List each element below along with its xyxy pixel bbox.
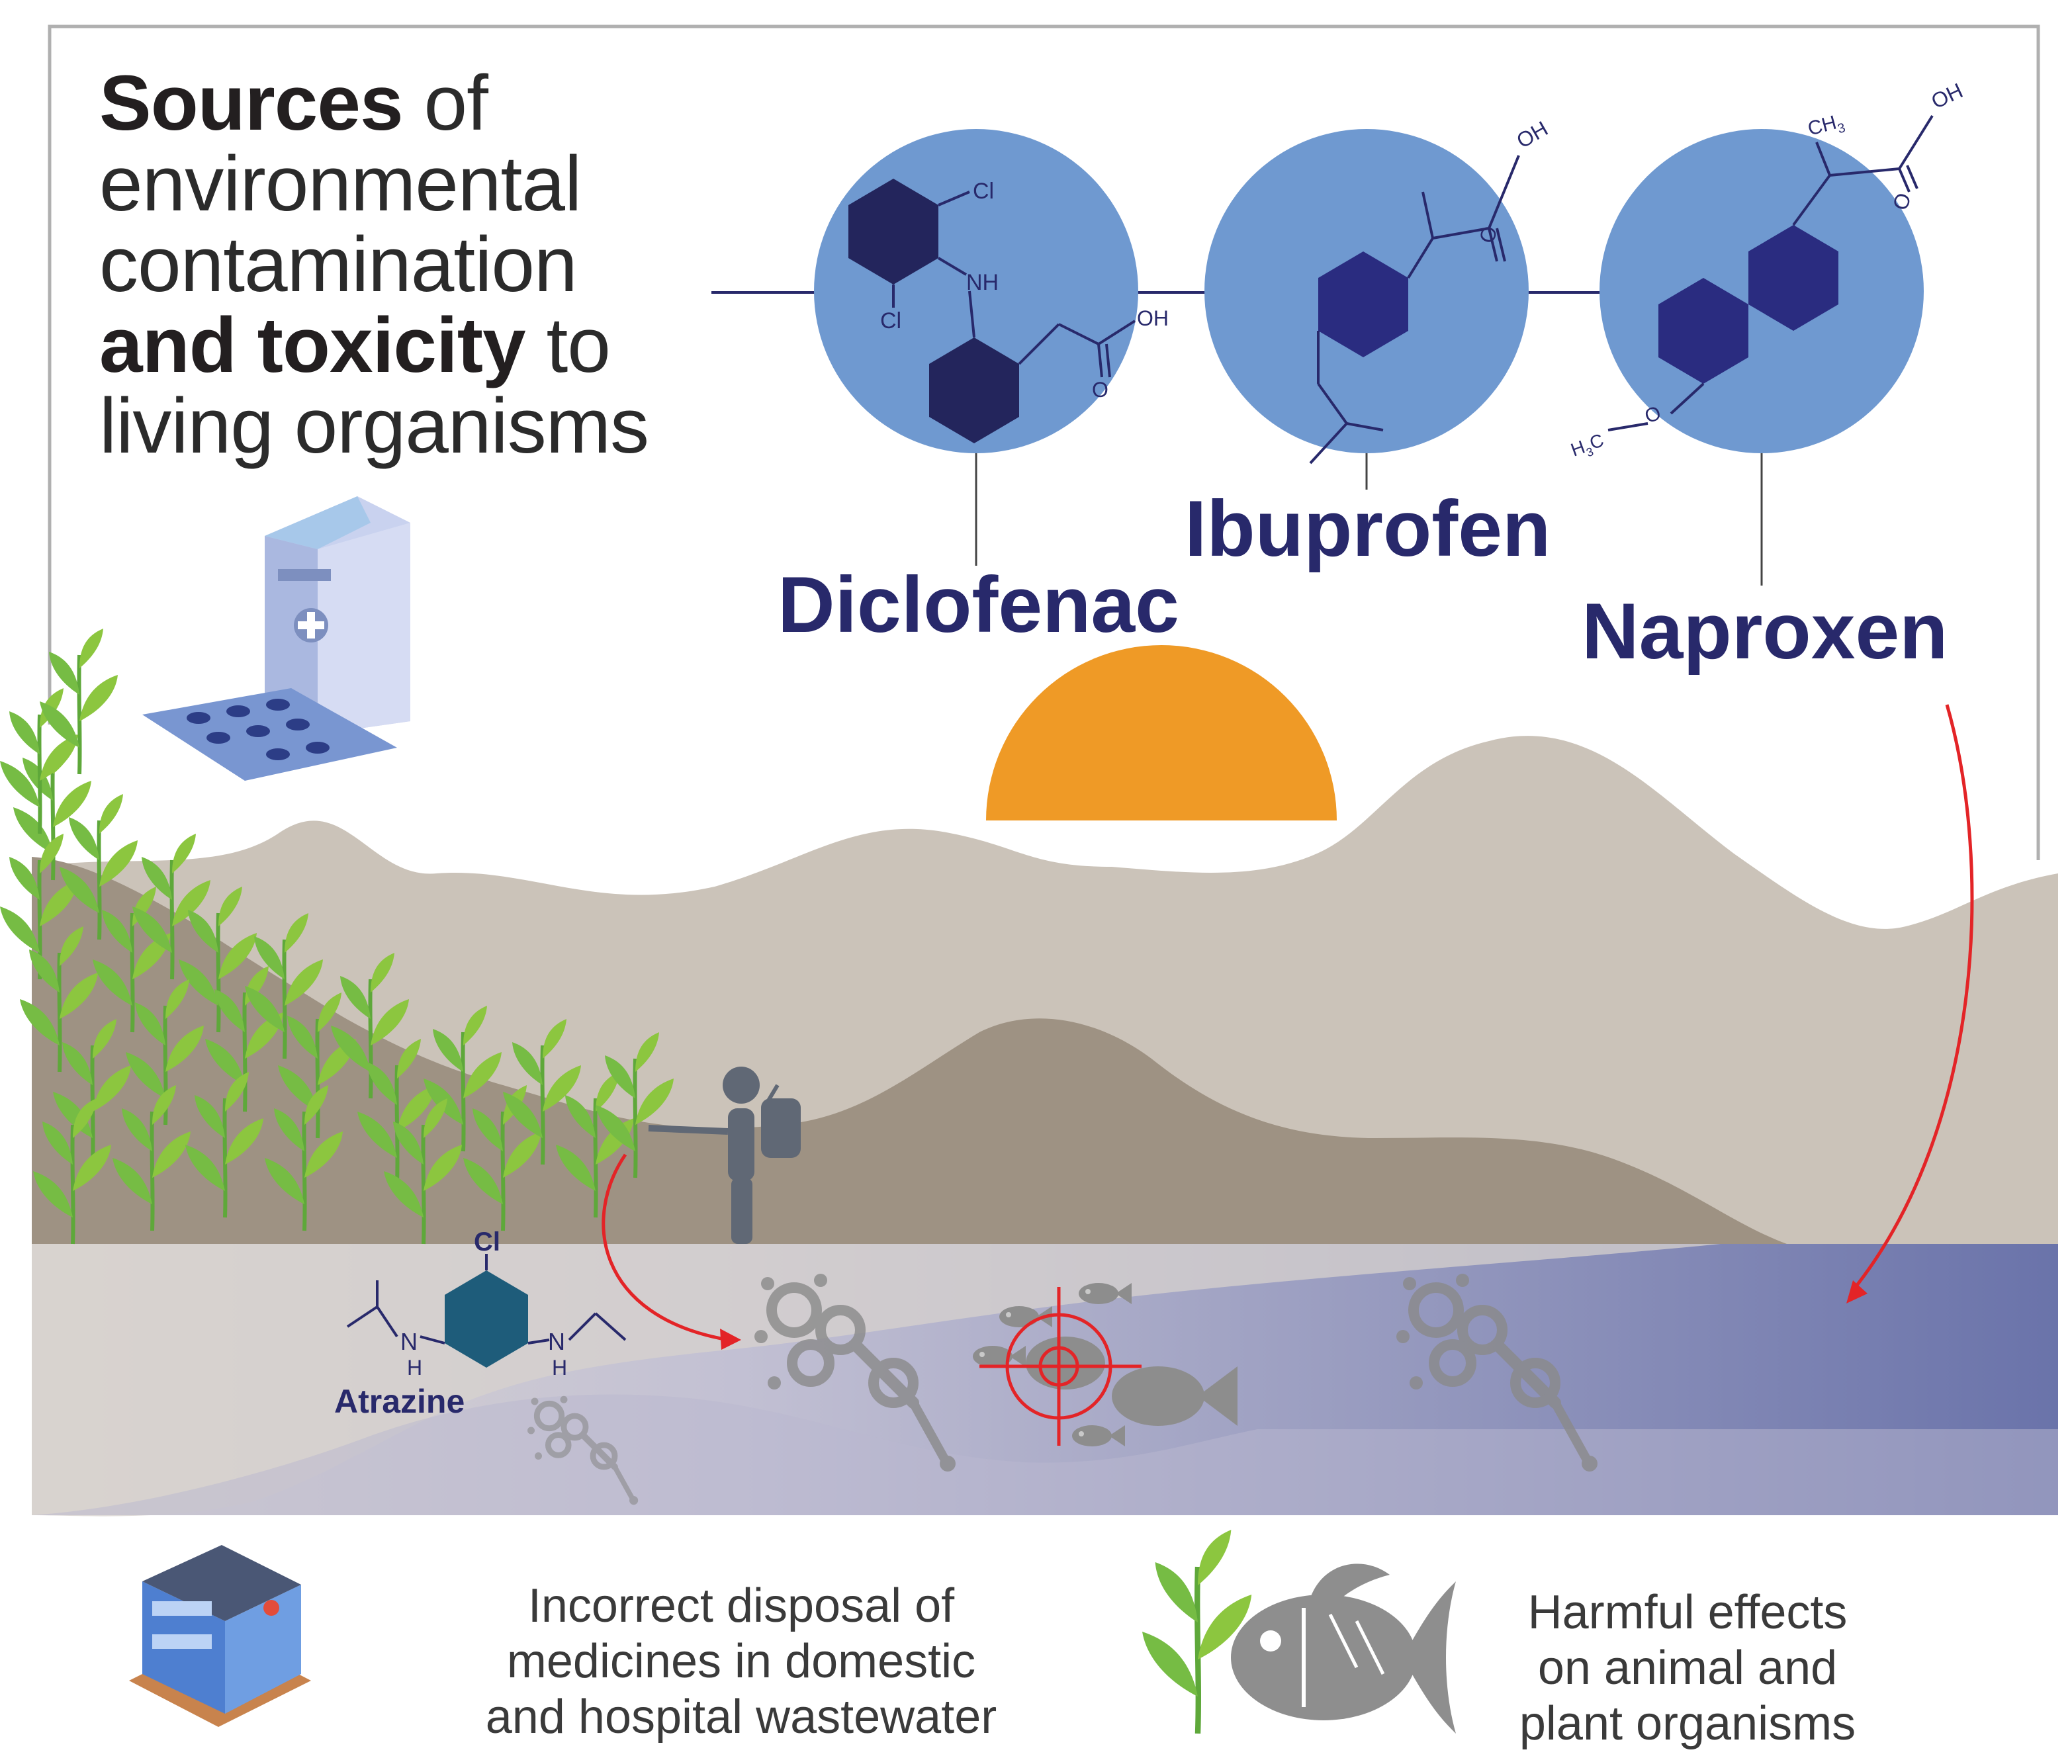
diclofenac-cl-bottom: Cl [880,308,901,333]
title-to: to [525,302,610,389]
target-icon [979,1287,1142,1446]
diclofenac-structure: Cl Cl NH OH O [848,179,1169,443]
disposal-caption-line2: medicines in domestic [506,1635,976,1688]
diclofenac-label: Diclofenac [778,560,1179,649]
title-sources: Sources [99,60,404,147]
farmer-sprayer-icon [648,1067,801,1244]
atrazine-n-right: N [548,1328,565,1355]
naproxen-label: Naproxen [1582,587,1948,676]
diclofenac-oh: OH [1137,306,1169,330]
atrazine-structure: Cl N H N H Atrazine [334,1227,627,1420]
page-title: Sources of environmental contamination a… [99,63,761,466]
fish-school [973,1283,1238,1446]
hospital-building-icon [129,1545,311,1727]
frame-border [48,24,2040,860]
effects-caption-line1: Harmful effects [1527,1586,1848,1639]
crop-field [0,629,674,1244]
runoff-arrow [602,1153,729,1342]
title-line2: environmental [99,140,582,228]
disposal-caption-line3: and hospital wastewater [485,1691,997,1743]
effects-caption-line2: on animal and [1537,1642,1838,1695]
atrazine-cl: Cl [474,1227,500,1257]
atrazine-label: Atrazine [334,1383,465,1420]
disposal-caption-line1: Incorrect disposal of [527,1579,955,1632]
atrazine-n-left: N [400,1328,418,1355]
naproxen-ch3: CH3 [1805,110,1847,144]
atrazine-h-left: H [407,1356,422,1380]
effects-caption: Harmful effects on animal and plant orga… [1476,1585,1899,1751]
title-line5: living organisms [99,382,649,470]
naproxen-structure: CH3 OH O O H3C [1568,78,1967,464]
drug-arrow [1852,704,1974,1292]
ibuprofen-oh: OH [1513,116,1553,153]
plant-icon [1142,1530,1251,1734]
title-and-toxicity: and toxicity [99,302,526,389]
diclofenac-nh: NH [966,270,999,295]
effects-caption-line3: plant organisms [1519,1697,1856,1750]
fish-icon [1231,1564,1456,1734]
title-line3: contamination [99,221,578,308]
pill-blister-icon [142,688,397,781]
sun [986,645,1337,820]
naproxen-oh: OH [1928,78,1967,113]
medicine-box-icon [265,496,410,734]
naproxen-h3c: H3C [1568,429,1607,464]
diclofenac-o: O [1092,378,1108,402]
ibuprofen-label: Ibuprofen [1185,484,1551,573]
ibuprofen-structure: OH O [1309,116,1553,464]
title-of: of [402,60,488,147]
runoff-arrow-head [720,1329,741,1350]
disposal-caption: Incorrect disposal of medicines in domes… [457,1578,1026,1745]
atrazine-h-right: H [552,1356,567,1380]
diclofenac-cl-top: Cl [973,179,994,204]
drug-arrow-head [1846,1280,1868,1303]
